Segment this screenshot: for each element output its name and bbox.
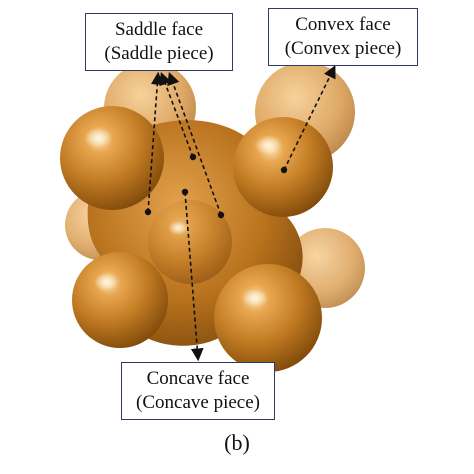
saddle-dot-1: [144, 208, 152, 216]
saddle-dot-3: [217, 211, 225, 219]
anchor-dots: [144, 153, 288, 219]
saddle-face-label: Saddle face (Saddle piece): [85, 13, 233, 71]
concave-face-subtitle: (Concave piece): [136, 392, 260, 413]
saddle-leader-2: [159, 72, 194, 158]
saddle-dot-2: [189, 153, 197, 161]
highlights: [84, 128, 282, 307]
saddle-face-title: Saddle face: [114, 19, 204, 40]
convex-leader: [283, 65, 336, 171]
convex-face-label: Convex face (Convex piece): [268, 8, 418, 66]
convex-face-subtitle: (Convex piece): [284, 38, 402, 59]
concave-dot: [181, 188, 189, 196]
figure-caption: (b): [224, 430, 250, 455]
leader-lines: [147, 65, 336, 362]
concave-face-label: Concave face (Concave piece): [121, 362, 275, 420]
convex-dot: [280, 166, 288, 174]
saddle-leader-1: [147, 71, 164, 213]
convex-face-title: Convex face: [295, 14, 391, 35]
saddle-leader-3: [167, 71, 222, 216]
concave-face-title: Concave face: [146, 368, 250, 389]
saddle-face-subtitle: (Saddle piece): [104, 43, 214, 64]
